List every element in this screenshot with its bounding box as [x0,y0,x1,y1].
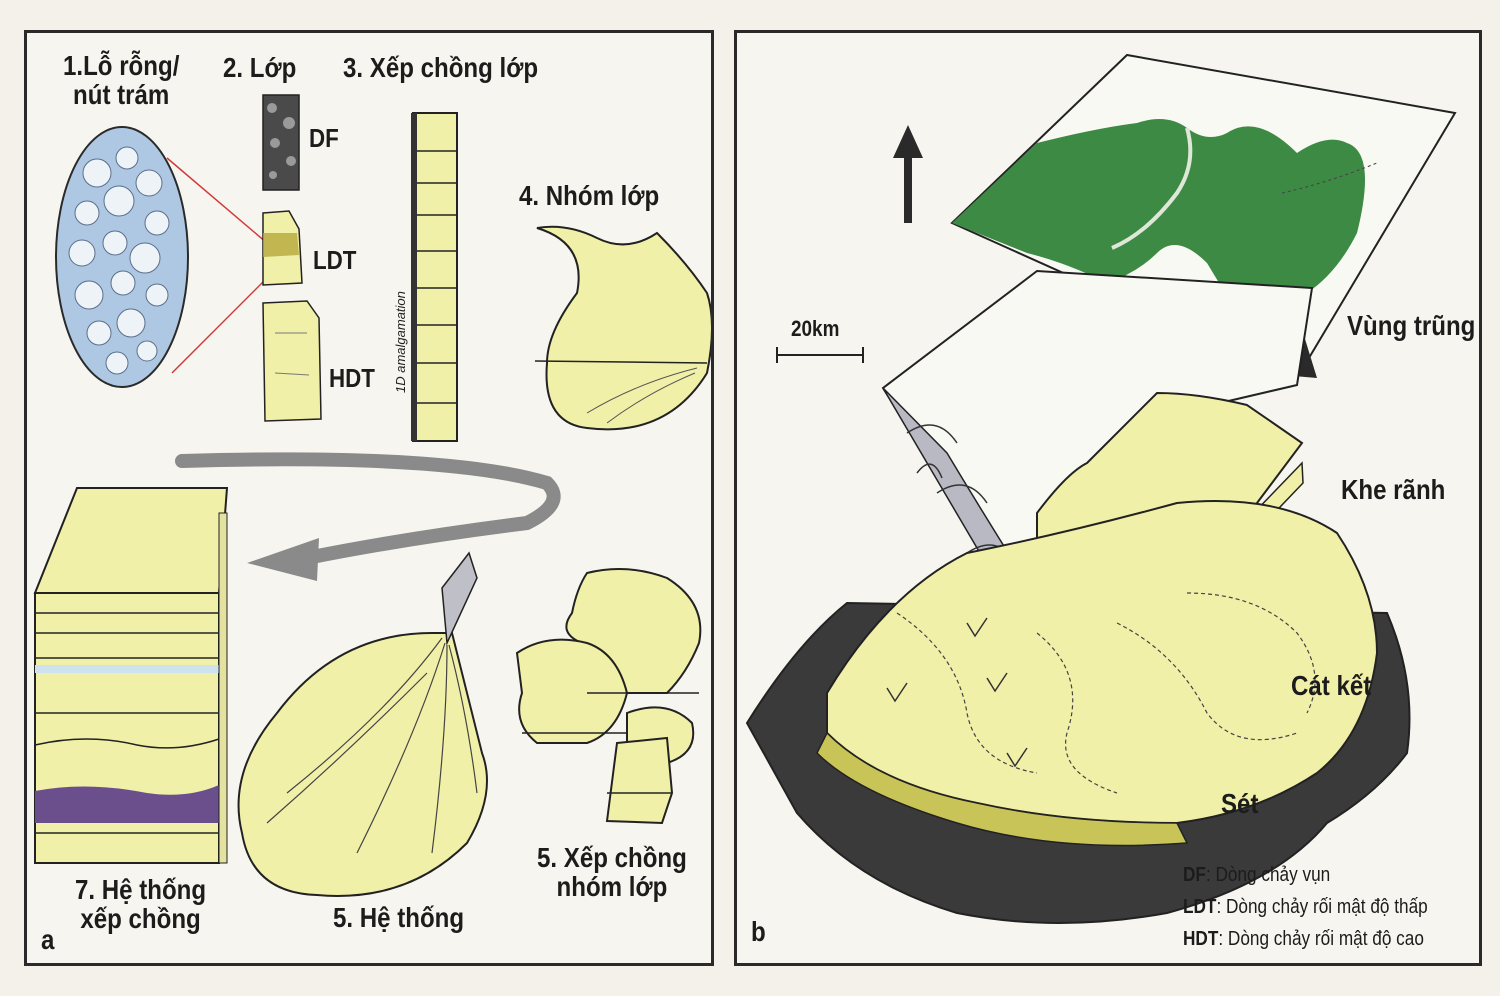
legend-desc: : Dòng chảy vụn [1205,864,1331,886]
stacked-layers-column [411,112,458,442]
hdt-label: HDT [329,363,375,393]
panel-b-figure [745,53,1457,924]
panel-b-letter: b [751,916,766,947]
stacked-groups [515,568,702,825]
legend: DF: Dòng chảy vụn LDT: Dòng chảy rối mật… [1183,859,1468,955]
df-label: DF [309,123,339,153]
panel-a: 1.Lỗ rỗng/nút trám 2. Lớp 3. Xếp chồng l… [24,30,714,966]
basin-base [745,500,1411,924]
scale-bar [776,347,864,363]
panel-b: 20km Vùng trũng Khe rãnh Cát kết Sét DF:… [734,30,1482,966]
legend-row-df: DF: Dòng chảy vụn [1183,859,1428,891]
df-layer [262,94,300,191]
layer-group-label: 4. Nhóm lớp [519,180,660,211]
stacked-layers-label: 3. Xếp chồng lớp [343,52,539,83]
ldt-layer [262,210,303,286]
clay-label: Sét [1221,788,1259,819]
channel-label: Khe rãnh [1341,474,1446,505]
legend-abbr: LDT [1183,896,1217,918]
stacked-system-block [33,487,229,864]
legend-abbr: DF [1183,864,1206,886]
layer-label: 2. Lớp [223,52,297,83]
legend-abbr: HDT [1183,928,1219,950]
process-arrow [175,452,561,581]
legend-row-ldt: LDT: Dòng chảy rối mật độ thấp [1183,891,1428,923]
amalgamation-label: 1D amalgamation [393,291,408,393]
pore-label: 1.Lỗ rỗng/nút trám [63,50,180,111]
pore-ellipse [55,126,268,388]
layer-group-lobe [534,225,711,431]
ldt-label: LDT [313,245,357,275]
legend-desc: : Dòng chảy rối mật độ cao [1218,928,1424,950]
panel-a-figure [33,94,711,897]
panel-a-letter: a [41,924,55,955]
depression-label: Vùng trũng [1347,310,1476,341]
legend-row-hdt: HDT: Dòng chảy rối mật độ cao [1183,923,1428,955]
scale-label: 20km [791,316,840,341]
north-arrow-icon [893,125,923,223]
legend-desc: : Dòng chảy rối mật độ thấp [1216,896,1428,918]
sandstone-label: Cát kết [1291,670,1372,701]
hdt-layer [262,300,322,422]
system-label: 5. Hệ thống [333,902,465,933]
system-fan [237,551,488,897]
